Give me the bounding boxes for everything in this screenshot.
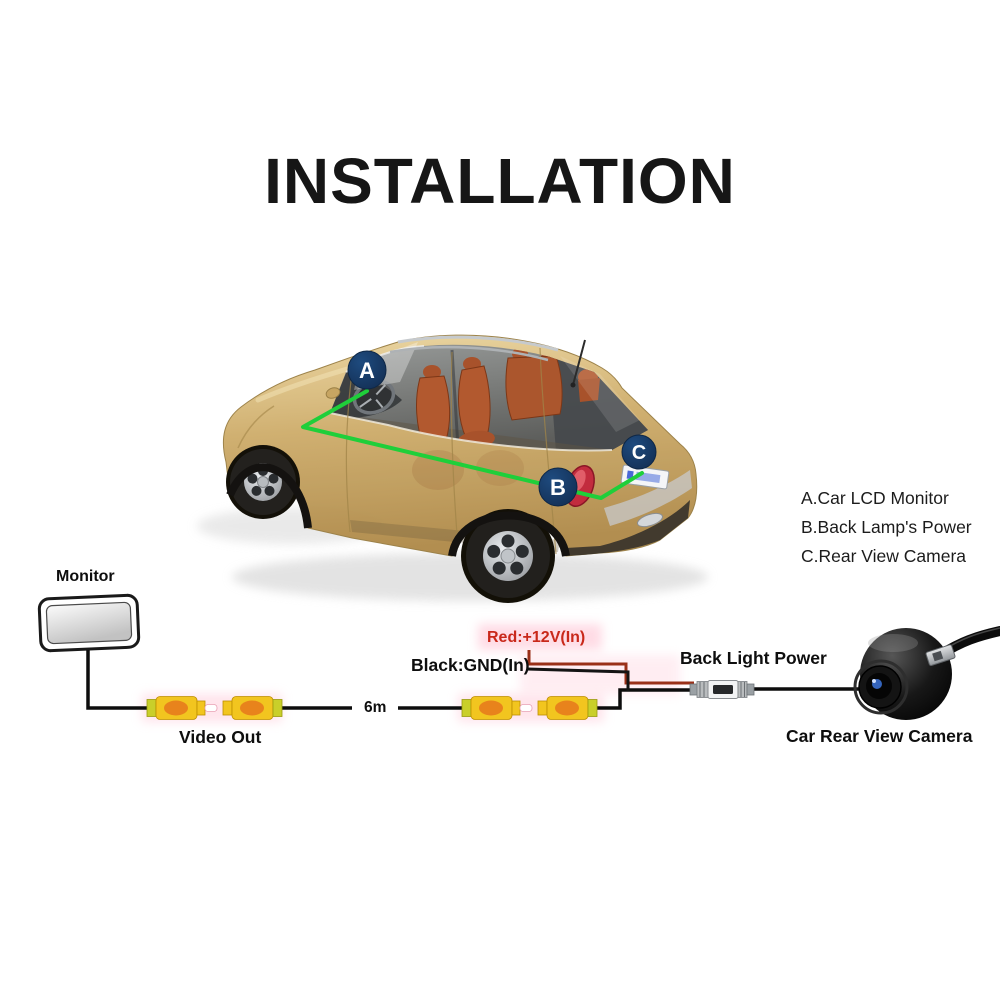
front-wheel <box>226 445 312 529</box>
car-cabin-cutaway <box>329 342 648 452</box>
marker-a: A <box>347 350 387 390</box>
legend-item-camera: C.Rear View Camera <box>801 546 967 566</box>
marker-c: C <box>621 434 657 470</box>
roof-rails <box>389 335 559 362</box>
legend-item-back-lamp: B.Back Lamp's Power <box>801 517 972 537</box>
back-light-power-label: Back Light Power <box>680 648 827 668</box>
cable-length-label: 6m <box>364 699 387 716</box>
legend-item-monitor: A.Car LCD Monitor <box>801 488 949 508</box>
backlight-power-connector <box>689 680 755 699</box>
wire-route-line <box>301 389 644 500</box>
marker-b-letter: B <box>550 475 566 500</box>
wiring-diagram <box>37 593 1000 722</box>
video-cable <box>86 650 860 710</box>
camera-label: Car Rear View Camera <box>786 726 973 746</box>
camera-mount-clip <box>925 644 956 666</box>
black-ground-wire <box>526 667 630 691</box>
marker-c-letter: C <box>632 442 646 464</box>
red-power-wire <box>527 650 694 685</box>
video-out-label: Video Out <box>179 727 262 747</box>
marker-b: B <box>538 467 578 507</box>
rear-wheel <box>448 509 570 603</box>
marker-a-letter: A <box>359 358 375 383</box>
page-title: INSTALLATION <box>264 145 736 217</box>
ground-wire-label: Black:GND(In) <box>411 655 530 675</box>
monitor-graphic <box>37 593 141 653</box>
car-cutaway-illustration: A B C <box>197 334 708 603</box>
monitor-label: Monitor <box>56 568 115 585</box>
exhaust <box>637 512 663 528</box>
antenna <box>570 339 586 388</box>
side-mirror <box>325 387 341 399</box>
power-wire-label: Red:+12V(In) <box>487 629 586 646</box>
door-seams <box>345 347 557 555</box>
legend: A.Car LCD Monitor B.Back Lamp's Power C.… <box>801 484 972 571</box>
rear-view-camera-graphic <box>853 626 1000 720</box>
